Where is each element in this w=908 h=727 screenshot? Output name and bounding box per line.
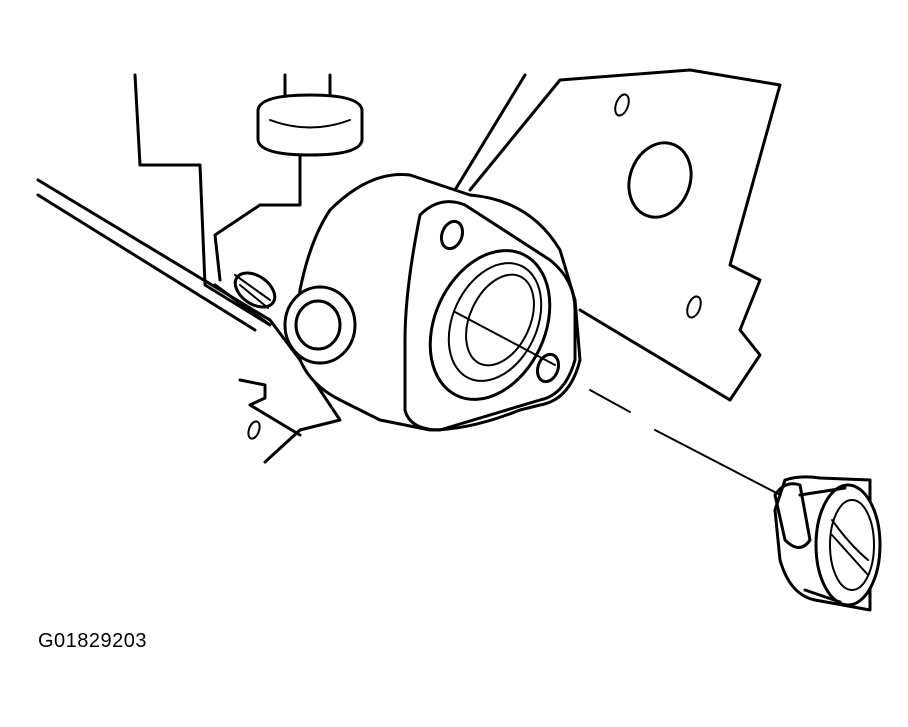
thermostat-housing [293, 172, 582, 432]
installation-axis [454, 311, 791, 501]
figure-id-label: G01829203 [38, 630, 148, 652]
thermostat [773, 475, 882, 612]
engine-block-outline [36, 73, 342, 464]
coolant-pipe [213, 73, 364, 282]
back-plate [453, 68, 782, 402]
mounting-bolt [233, 271, 277, 309]
side-port-fitting [283, 285, 357, 365]
